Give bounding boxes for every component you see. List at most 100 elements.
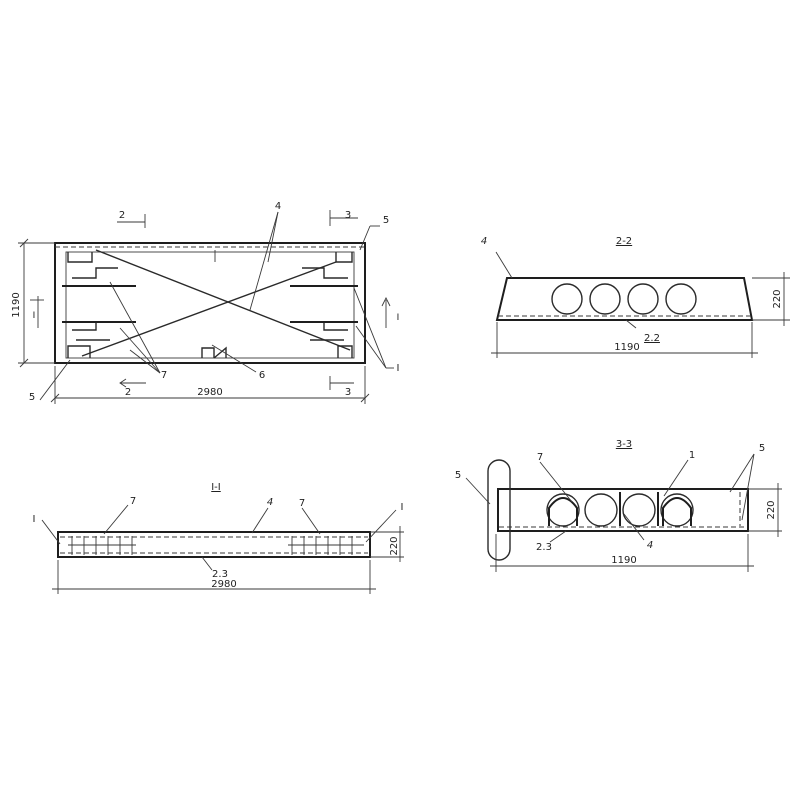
plan-height-label: 1190 (11, 292, 22, 317)
callout-5-right-3-3: 5 (759, 443, 765, 454)
callout-I-right-1-1: I (401, 502, 404, 513)
rebar-step-left-2 (72, 321, 118, 331)
height-dim-2-2: 220 (772, 289, 783, 308)
leader-7-c (129, 349, 161, 374)
diagonal-1 (95, 249, 351, 351)
leader-4-b (249, 211, 279, 311)
leader-5-3-3-a (729, 453, 755, 493)
cut-2-bottom-label: 2 (125, 387, 131, 398)
leader-1-3-3 (663, 459, 689, 497)
center-loop-bottom (201, 347, 215, 358)
leader-2-3-1-1 (201, 556, 213, 571)
leader-5-bottom (39, 359, 71, 401)
callout-5-bottom: 5 (29, 392, 35, 403)
cut-2-bottom-arrow (119, 378, 127, 388)
leader-6 (211, 344, 257, 373)
section-1-1-outline (57, 531, 371, 558)
section-3-3-outline (497, 488, 749, 532)
leader-I-left-1-1 (41, 519, 61, 545)
rebar-step-right-2 (302, 321, 348, 331)
section-2-2: 2-2 4 220 1190 2.2 (481, 236, 790, 358)
leader-7-a (109, 281, 161, 374)
plan-view: 2980 1190 I I 2 2 3 3 4 (11, 201, 399, 404)
callout-4-1-1: 4 (267, 497, 273, 508)
leader-I-a (353, 287, 387, 369)
callout-4-2-2: 4 (481, 236, 487, 247)
cut-I-right-arrow (381, 296, 391, 307)
plan-width-tick-left (50, 393, 60, 403)
callout-1-3-3: 1 (689, 450, 695, 461)
rebar-cage-right (288, 536, 364, 555)
corner-loop-tr (335, 252, 353, 263)
width-dim-2-2: 1190 (614, 342, 639, 353)
width-dim-1-1: 2980 (211, 579, 236, 590)
callout-I-plan: I (397, 363, 400, 374)
section-3-3: 3-3 7 1 5 5 4 220 1190 (455, 439, 782, 572)
void-3-3-2 (584, 493, 618, 527)
leader-7-b (119, 327, 161, 374)
height-dim-3-3: 220 (766, 500, 777, 519)
lifting-loop (487, 459, 511, 561)
leader-7-left-1-1 (103, 504, 129, 535)
callout-I-left-1-1: I (33, 514, 36, 525)
leader-4-a (267, 211, 279, 263)
bottom-label-1-1: 2.3 (212, 569, 228, 580)
plan-slab-outline (54, 242, 366, 364)
rebar-step-right-1 (302, 267, 348, 279)
cut-3-bottom-label: 3 (345, 387, 351, 398)
cut-2-top-label: 2 (119, 210, 125, 221)
plan-width-tick-right (360, 393, 370, 403)
rebar-step-left-1 (72, 267, 118, 279)
diagonal-2 (81, 261, 337, 357)
void-circle-2 (589, 283, 621, 315)
center-loop-bottom-2 (213, 346, 227, 359)
void-circle-3 (627, 283, 659, 315)
callout-5-top: 5 (383, 215, 389, 226)
section-2-2-title: 2-2 (616, 236, 632, 247)
plan-height-tick-top (19, 238, 29, 248)
leader-7-3-3 (539, 461, 573, 503)
callout-6-plan: 6 (259, 370, 265, 381)
void-3-3-3 (622, 493, 656, 527)
stirrup-arch-left (548, 497, 578, 526)
height-dim-1-1: 220 (389, 536, 400, 555)
plan-width-label: 2980 (197, 387, 222, 398)
width-dim-3-3: 1190 (611, 555, 636, 566)
callout-5-left-3-3: 5 (455, 470, 461, 481)
plan-inner-frame (65, 251, 355, 359)
bottom-label-3-3: 2.3 (536, 542, 552, 553)
cut-3-top-label: 3 (345, 210, 351, 221)
stirrup-arch-right (662, 497, 692, 526)
callout-7-plan: 7 (161, 370, 167, 381)
corner-loop-br (337, 345, 353, 358)
leader-5-top (359, 225, 371, 251)
callout-7-3-3: 7 (537, 452, 543, 463)
callout-7-right-1-1: 7 (299, 498, 305, 509)
cut-I-left-label: I (33, 311, 36, 321)
section-2-2-outline (495, 277, 754, 321)
leader-5-3-3-b (741, 453, 755, 521)
plan-height-tick-bottom (19, 358, 29, 368)
leader-4-2-2 (495, 251, 513, 279)
leader-4-1-1 (251, 507, 269, 534)
section-3-3-title: 3-3 (616, 439, 632, 450)
cut-I-right-label: I (397, 313, 400, 323)
section-1-1-title: I-I (211, 482, 221, 493)
leader-5-left-3-3 (465, 477, 491, 505)
void-3-3-1 (546, 493, 580, 527)
void-circle-1 (551, 283, 583, 315)
void-circle-4 (665, 283, 697, 315)
leader-2-2-bottom (625, 319, 637, 329)
rebar-cage-left (68, 536, 136, 555)
void-3-3-4 (660, 493, 694, 527)
callout-4-plan: 4 (275, 201, 281, 212)
leader-7-right-1-1 (301, 507, 321, 535)
corner-loop-bl (67, 345, 91, 358)
section-1-1: I-I I I 7 7 (33, 482, 404, 594)
leader-I-b (355, 325, 387, 369)
callout-4-3-3: 4 (647, 540, 653, 551)
leader-4-3-3 (623, 513, 645, 541)
corner-loop-tl (67, 252, 93, 263)
callout-7-left-1-1: 7 (130, 496, 136, 507)
